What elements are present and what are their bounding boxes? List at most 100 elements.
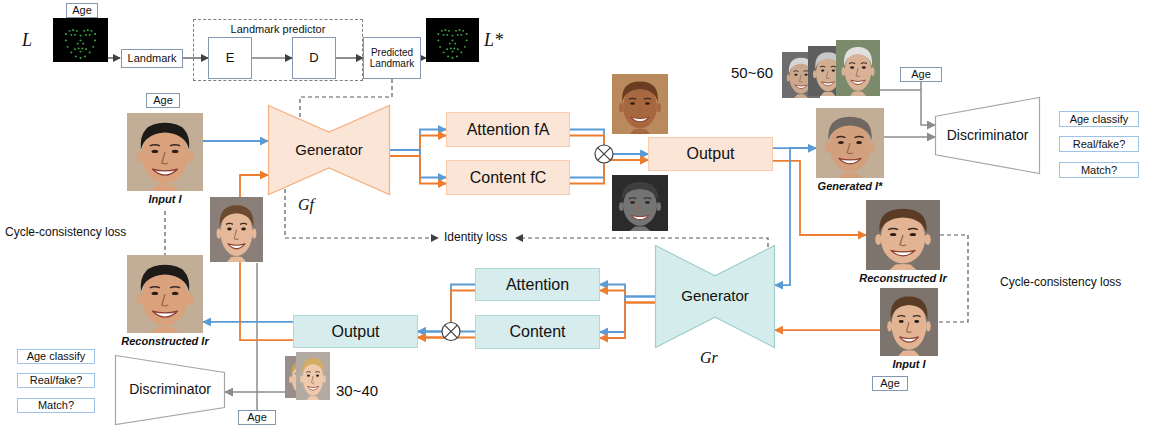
node-label: Content bbox=[509, 323, 565, 340]
output-box: Output bbox=[648, 137, 773, 171]
text-holder: Reconstructed Ir bbox=[121, 335, 208, 347]
label-holder: L* bbox=[484, 30, 503, 51]
connector bbox=[921, 82, 935, 125]
text-holder: Match? bbox=[38, 399, 74, 411]
text-holder: Input I bbox=[149, 193, 182, 205]
encoder-box: E bbox=[208, 37, 252, 79]
text-holder: Output bbox=[686, 145, 734, 163]
connector-line bbox=[390, 156, 446, 184]
variable-label: L bbox=[22, 30, 32, 50]
attention-map bbox=[612, 74, 668, 134]
face-image: Input I bbox=[127, 113, 203, 191]
image-caption: Reconstructed Ir bbox=[121, 335, 208, 347]
face-photo bbox=[127, 113, 203, 191]
text-holder: Generated I* bbox=[818, 180, 883, 192]
output-label-box: Real/fake? bbox=[17, 373, 95, 388]
face-photo bbox=[127, 255, 203, 333]
output-label-box: Age classify bbox=[17, 349, 95, 364]
connector bbox=[183, 58, 208, 59]
loss-label: Cycle-consistency loss bbox=[1000, 275, 1121, 289]
connector bbox=[775, 330, 880, 331]
connector-line bbox=[203, 140, 268, 142]
label-holder: L bbox=[22, 30, 32, 51]
age-input: Age bbox=[900, 67, 942, 82]
node-label: Match? bbox=[38, 399, 74, 411]
text-holder: Discriminator bbox=[947, 128, 1029, 144]
node-label: Output bbox=[686, 145, 734, 162]
age-range: 50~60 bbox=[731, 64, 773, 81]
content-box: Content bbox=[475, 315, 600, 349]
connector-line bbox=[203, 321, 293, 323]
connector-line bbox=[183, 57, 208, 58]
generator-shape: GeneratorGr bbox=[655, 245, 775, 348]
node-label: Content fC bbox=[470, 169, 546, 186]
process-box: Predicted Landmark bbox=[363, 37, 421, 79]
node-label: Discriminator bbox=[129, 381, 211, 397]
node-label: Age bbox=[72, 4, 92, 16]
connector bbox=[390, 150, 446, 184]
arrow-line bbox=[108, 57, 120, 58]
age-input: Age bbox=[238, 410, 276, 425]
connector bbox=[600, 285, 655, 303]
node-label: Age classify bbox=[27, 350, 86, 362]
process-box: Landmark bbox=[121, 49, 183, 68]
label-holder: 50~60 bbox=[731, 64, 773, 81]
module-symbol: Gr bbox=[700, 349, 718, 366]
connector-line bbox=[390, 136, 446, 157]
node-label: Landmark bbox=[128, 52, 177, 64]
connector-line bbox=[252, 57, 292, 58]
text-holder: Input I bbox=[893, 358, 926, 370]
connector bbox=[390, 130, 446, 157]
connector-line bbox=[921, 82, 935, 125]
node-label: Real/fake? bbox=[30, 374, 83, 386]
face-image: Input I bbox=[880, 288, 938, 356]
node-label: Real/fake? bbox=[1073, 138, 1126, 150]
connector bbox=[336, 58, 363, 59]
output-label-box: Real/fake? bbox=[1059, 136, 1139, 152]
text-holder: Landmark predictor bbox=[194, 23, 362, 35]
content-box: Content fC bbox=[446, 160, 570, 195]
node-label: Discriminator bbox=[947, 127, 1029, 143]
connector-line bbox=[884, 136, 935, 138]
connector bbox=[203, 321, 293, 322]
face-image: Reconstructed Ir bbox=[127, 255, 203, 333]
connector bbox=[252, 58, 292, 59]
node-label: Attention bbox=[506, 276, 569, 293]
connector bbox=[775, 148, 816, 285]
node-label: Age bbox=[153, 94, 173, 106]
node-label: Output bbox=[331, 323, 379, 340]
text-holder: D bbox=[309, 51, 318, 66]
generator-shape: GeneratorGf bbox=[268, 105, 390, 195]
connector-line bbox=[775, 329, 880, 331]
face-photo bbox=[836, 40, 880, 96]
grey-line bbox=[880, 89, 921, 91]
variable-label: L* bbox=[484, 30, 503, 50]
discriminator-shape: Discriminator bbox=[935, 97, 1040, 174]
text-holder: Match? bbox=[1081, 164, 1117, 176]
node-label: Attention fA bbox=[467, 121, 550, 138]
label-holder: Cycle-consistency loss bbox=[1000, 276, 1121, 290]
text-holder: Content fC bbox=[470, 169, 546, 187]
text-holder: Predicted Landmark bbox=[364, 47, 420, 69]
face-image: Generated I* bbox=[816, 108, 884, 178]
age-input: Age bbox=[872, 376, 908, 391]
discriminator-shape: Discriminator bbox=[115, 355, 225, 425]
connector-line bbox=[390, 150, 446, 178]
module-group: Landmark predictorE D bbox=[193, 19, 363, 81]
group-heading: Landmark predictor bbox=[231, 23, 326, 35]
connector bbox=[225, 392, 257, 410]
image-caption: Input I bbox=[893, 358, 926, 370]
connector-line bbox=[775, 148, 816, 285]
loss-label: Cycle-consistency loss bbox=[5, 225, 126, 239]
text-holder: Age bbox=[247, 411, 267, 423]
node-label: Predicted Landmark bbox=[370, 47, 414, 69]
identity-leader bbox=[516, 238, 768, 247]
identity-leader bbox=[285, 189, 438, 238]
multiply-symbol bbox=[595, 145, 613, 163]
label-holder: Identity loss bbox=[444, 231, 507, 245]
age-range: 30~40 bbox=[336, 382, 378, 399]
text-holder: Age bbox=[72, 4, 92, 16]
age-input: Age bbox=[66, 3, 98, 18]
text-holder: Discriminator bbox=[129, 382, 211, 398]
